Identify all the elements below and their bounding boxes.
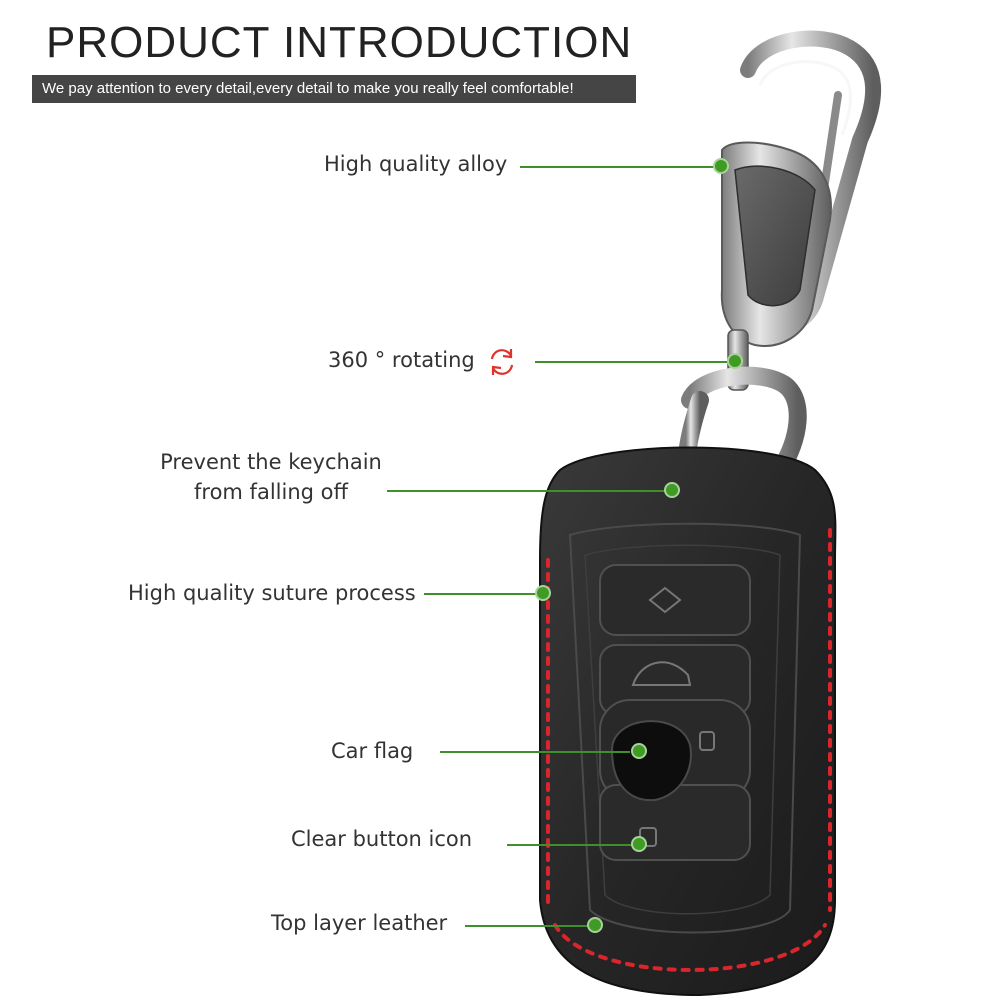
- marker-dot-leather: [587, 917, 603, 933]
- page-subtitle: We pay attention to every detail,every d…: [42, 80, 574, 97]
- page-title: PRODUCT INTRODUCTION: [46, 18, 633, 67]
- marker-dot-alloy: [713, 158, 729, 174]
- feature-label-alloy: High quality alloy: [324, 152, 508, 176]
- leader-line-suture: [424, 593, 536, 595]
- feature-label-prevent-line1: Prevent the keychain: [160, 450, 382, 474]
- marker-dot-suture: [535, 585, 551, 601]
- leather-case: [539, 446, 837, 997]
- leader-line-leather: [465, 925, 587, 927]
- rotate-icon: [490, 349, 514, 375]
- feature-label-prevent-line2: from falling off: [194, 480, 348, 504]
- feature-label-car-flag: Car flag: [331, 739, 414, 763]
- subtitle-bar: [32, 75, 636, 103]
- feature-label-rotating: 360 ° rotating: [328, 348, 475, 372]
- marker-dot-car-flag: [631, 743, 647, 759]
- carabiner: [676, 30, 882, 514]
- leader-line-button-icon: [507, 844, 632, 846]
- red-stitching: [546, 528, 832, 972]
- leader-line-alloy: [520, 166, 720, 168]
- leader-line-prevent: [387, 490, 669, 492]
- feature-label-suture: High quality suture process: [128, 581, 416, 605]
- leader-line-rotating: [535, 361, 730, 363]
- feature-label-button-icon: Clear button icon: [291, 827, 473, 851]
- marker-dot-rotating: [727, 353, 743, 369]
- feature-label-leather: Top layer leather: [271, 911, 448, 935]
- marker-dot-prevent: [664, 482, 680, 498]
- marker-dot-button-icon: [631, 836, 647, 852]
- leader-line-car-flag: [440, 751, 630, 753]
